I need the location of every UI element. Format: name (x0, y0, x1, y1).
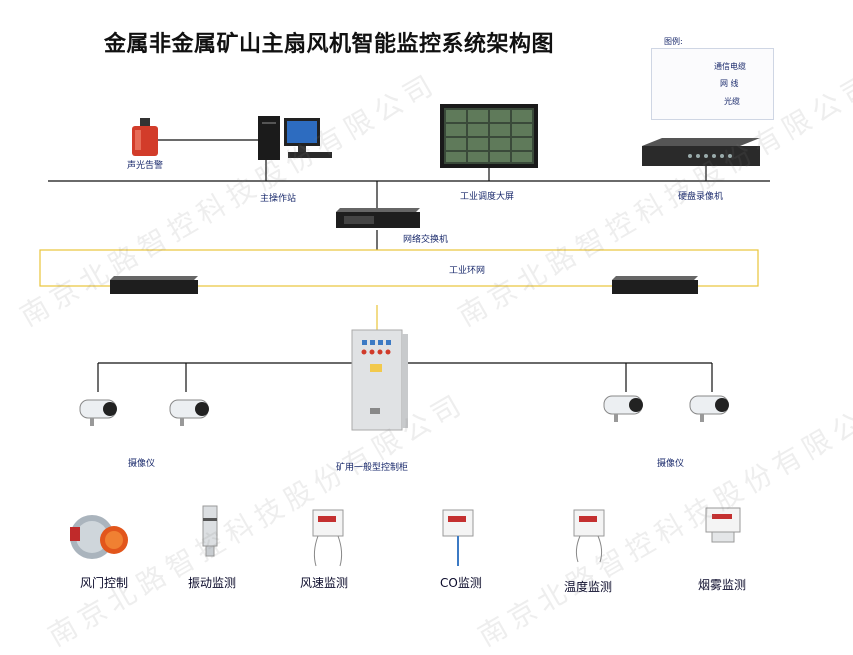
cameras-left-label: 摄像仪 (128, 459, 156, 469)
recorder-icon (642, 138, 760, 166)
camera-icon-4 (689, 395, 729, 422)
camera-icon-1 (79, 399, 117, 426)
camera-icon-2 (169, 399, 209, 426)
damper-icon (70, 515, 128, 559)
page-title: 金属非金属矿山主扇风机智能监控系统架构图 (104, 32, 555, 57)
alarm-label: 声光告警 (127, 161, 164, 171)
cameras-right-label: 摄像仪 (657, 459, 685, 469)
co-label: CO监测 (440, 576, 482, 590)
workstation-label: 主操作站 (260, 194, 297, 204)
smoke-sensor-icon (705, 507, 741, 543)
ring-rect (39, 249, 759, 287)
network-lines (48, 139, 770, 392)
ring-switch-right-icon (612, 276, 698, 294)
vibration-label: 振动监测 (188, 576, 237, 590)
recorder-label: 硬盘录像机 (678, 192, 724, 202)
legend-label-network: 网 线 (720, 79, 739, 88)
display-wall-label: 工业调度大屏 (460, 192, 515, 202)
fiber-ring (39, 249, 759, 330)
legend-label-fiber: 光缆 (724, 97, 740, 106)
workstation-icon (258, 116, 332, 160)
cabinet-label: 矿用一般型控制柜 (336, 463, 409, 473)
wind-speed-sensor-icon (312, 509, 344, 567)
switch-label: 网络交换机 (403, 235, 449, 245)
architecture-diagram (39, 65, 770, 567)
legend-box (651, 48, 774, 120)
vibration-sensor-icon (202, 505, 218, 557)
alarm-icon (132, 118, 158, 156)
co-sensor-icon (442, 509, 474, 566)
smoke-label: 烟雾监测 (698, 578, 747, 592)
damper-control-label: 风门控制 (80, 576, 129, 590)
switch-icon (336, 208, 420, 228)
control-cabinet-icon (351, 329, 408, 431)
temperature-sensor-icon (573, 509, 605, 563)
temperature-label: 温度监测 (564, 580, 613, 594)
wind-speed-label: 风速监测 (300, 576, 349, 590)
ring-network-label: 工业环网 (449, 266, 486, 276)
legend-label-cable: 通信电缆 (714, 62, 746, 71)
ring-switch-left-icon (110, 276, 198, 294)
legend-title: 图例: (664, 37, 683, 46)
display-wall-icon (440, 104, 538, 168)
camera-icon-3 (603, 395, 643, 422)
